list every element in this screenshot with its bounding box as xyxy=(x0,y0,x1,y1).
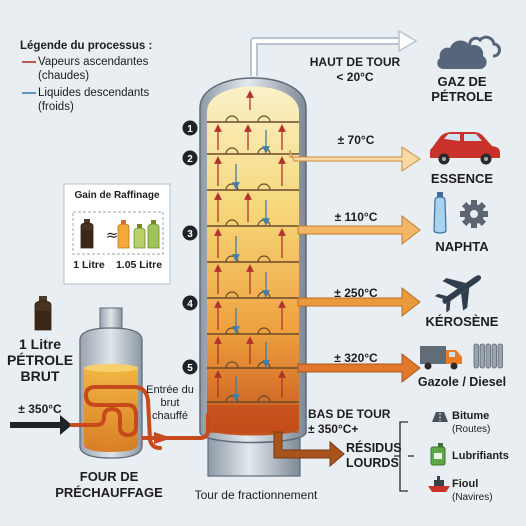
legend: Légende du processus : Vapeurs ascendant… xyxy=(20,40,152,113)
crude-volume: 1 Litre xyxy=(19,336,61,352)
cut-temp-kerosene: ± 250°C xyxy=(334,286,378,300)
side-draw-arrows xyxy=(289,146,421,384)
gain-output-label: 1.05 Litre xyxy=(116,259,162,271)
feed-label-3: chauffé xyxy=(152,410,188,422)
fractionating-column xyxy=(199,77,307,477)
tray-number: 4 xyxy=(187,299,193,310)
residue-label-2: LOURDS xyxy=(346,456,399,470)
oil-can-icon xyxy=(430,443,446,466)
product-naphta: NAPHTA xyxy=(435,239,489,254)
column-label: Tour de fractionnement xyxy=(195,488,318,502)
bottom-item-name: Lubrifiants xyxy=(452,450,509,462)
crude-source-bottle-icon xyxy=(34,296,52,331)
crude-temp: ± 350°C xyxy=(18,402,62,416)
airplane-icon xyxy=(434,275,482,313)
product-essence: ESSENCE xyxy=(431,171,493,186)
feed-label-2: brut xyxy=(161,397,180,409)
crude-feed-arrow xyxy=(10,415,72,435)
cut-temp-diesel: ± 320°C xyxy=(334,351,378,365)
cut-temp-essence: ± 70°C xyxy=(338,133,375,147)
feed-label: Entrée du xyxy=(146,384,194,396)
crude-bottle-icon xyxy=(80,219,94,249)
cloud-icon xyxy=(437,35,501,70)
furnace-label-2: PRÉCHAUFFAGE xyxy=(55,485,163,500)
bottom-item-note: (Navires) xyxy=(452,492,493,503)
residue-label: RÉSIDUS xyxy=(346,440,402,455)
legend-title: Légende du processus : xyxy=(20,40,152,52)
product-kerosene: KÉROSÈNE xyxy=(426,314,499,329)
bottom-label: BAS DE TOUR xyxy=(308,407,391,421)
car-icon xyxy=(430,132,500,165)
residue-arrow xyxy=(273,431,345,468)
tray-number: 5 xyxy=(187,363,193,374)
bottom-item-note: (Routes) xyxy=(452,424,490,435)
bottom-item-name: Fioul xyxy=(452,478,478,490)
furnace-label: FOUR DE xyxy=(80,469,139,484)
crude-name-2: BRUT xyxy=(21,368,60,384)
tray-number: 3 xyxy=(187,229,193,240)
residue-bracket xyxy=(394,421,414,492)
top-label: HAUT DE TOUR xyxy=(310,55,401,69)
tray-number: 2 xyxy=(187,154,193,165)
top-temp: < 20°C xyxy=(336,70,373,84)
truck-radiator-icon xyxy=(420,343,503,370)
gain-input-label: 1 Litre xyxy=(73,259,105,271)
legend-cold-label: Liquides descendants xyxy=(38,87,149,99)
heated-feed-line xyxy=(142,414,210,444)
top-vapor-pipe xyxy=(250,29,418,76)
product-diesel: Gazole / Diesel xyxy=(418,375,506,389)
bottom-item-name: Bitume xyxy=(452,410,489,422)
column-trays xyxy=(207,90,299,403)
cut-temp-naphta: ± 110°C xyxy=(335,210,378,224)
ship-icon xyxy=(428,476,450,492)
legend-hot-sub: (chaudes) xyxy=(38,70,89,82)
product-bottles-icon xyxy=(117,220,160,249)
road-icon xyxy=(432,412,448,422)
bottom-temp: ± 350°C+ xyxy=(308,422,358,436)
tray-number: 1 xyxy=(187,124,193,135)
approx-sign: ≈ xyxy=(106,226,119,244)
bottle-gear-icon xyxy=(433,192,488,234)
gain-title: Gain de Raffinage xyxy=(74,190,159,201)
legend-hot-label: Vapeurs ascendantes xyxy=(38,56,149,68)
preheat-furnace xyxy=(70,307,162,459)
refining-gain-box: Gain de Raffinage ≈ 1 Litre 1.05 Litre xyxy=(63,183,171,285)
crude-name: PÉTROLE xyxy=(7,352,73,368)
gas-product-line1: GAZ DE xyxy=(437,74,486,89)
tray-markers: 1 2 3 4 5 xyxy=(182,120,198,375)
gas-product-line2: PÉTROLE xyxy=(431,89,493,104)
legend-cold-sub: (froids) xyxy=(38,101,74,113)
